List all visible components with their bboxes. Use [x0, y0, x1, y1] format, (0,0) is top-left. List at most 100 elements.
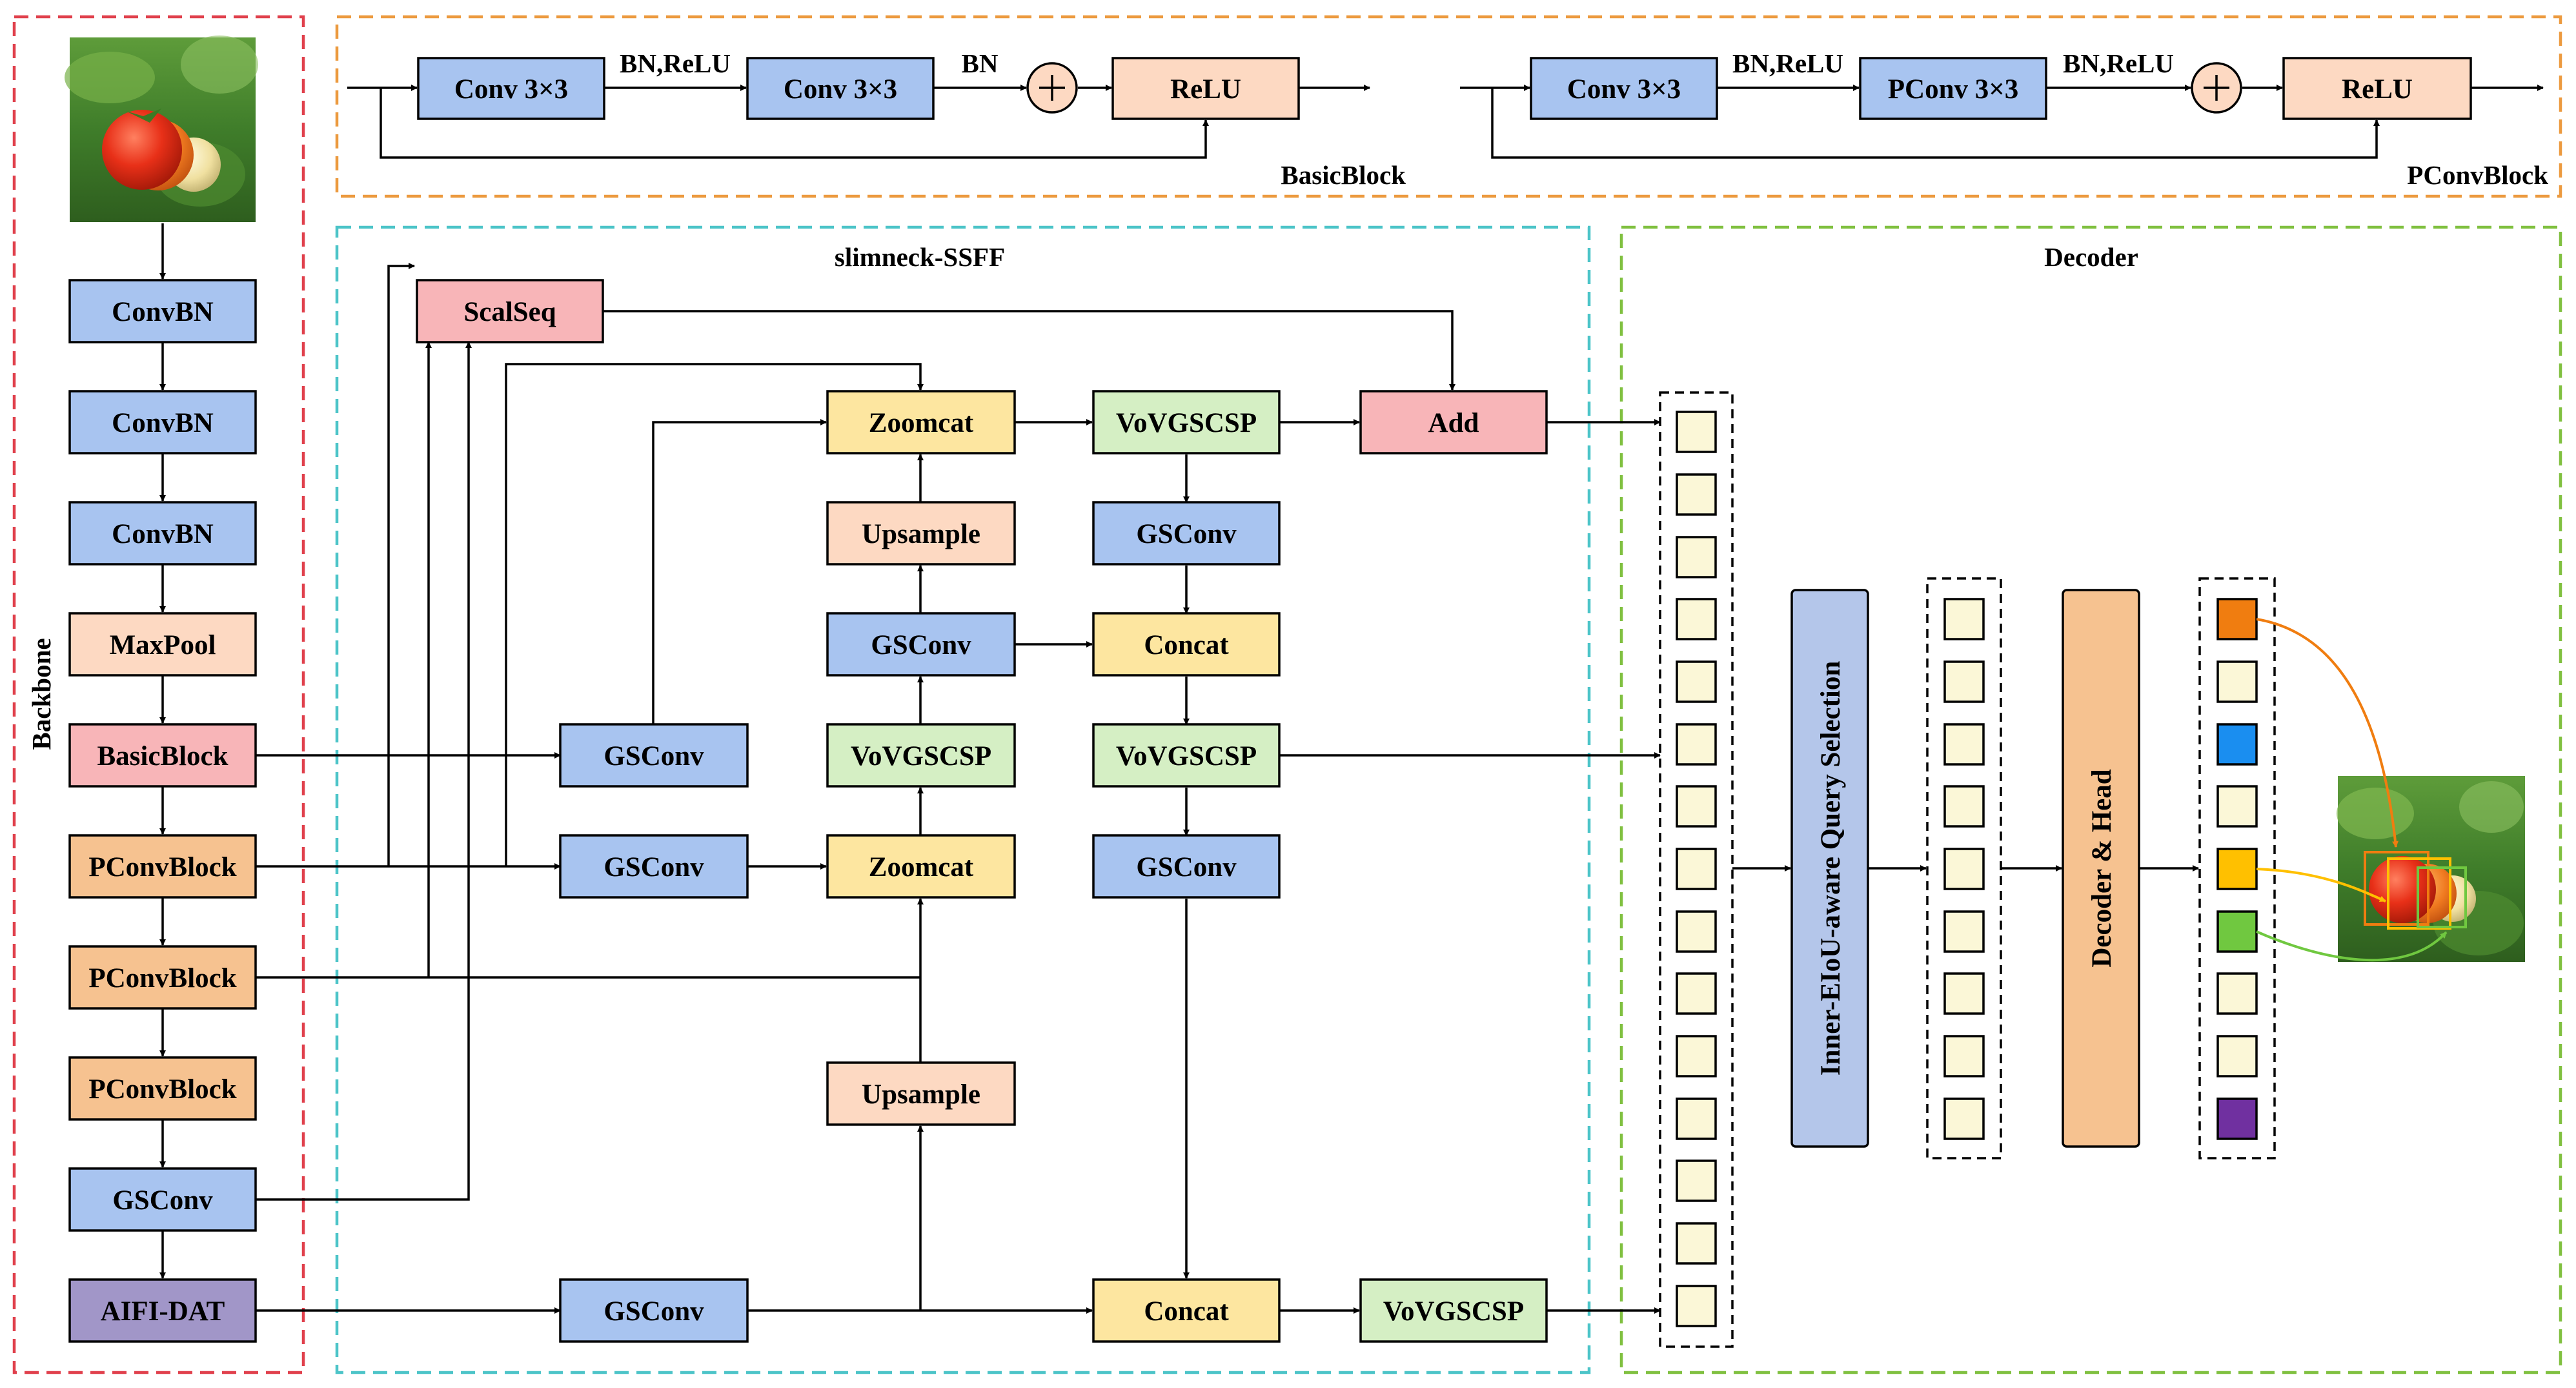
svg-text:GSConv: GSConv — [1136, 519, 1237, 549]
svg-text:VoVGSCSP: VoVGSCSP — [851, 741, 991, 771]
neck-gsconv-b: GSConv — [559, 834, 749, 899]
svg-text:GSConv: GSConv — [603, 852, 704, 883]
query-token-column — [1926, 577, 2002, 1159]
backbone-convbn-1: ConvBN — [68, 279, 257, 343]
pconvblock-conv: Conv 3×3 — [1530, 57, 1718, 120]
svg-text:ReLU: ReLU — [1170, 74, 1241, 105]
basicblock-title: BasicBlock — [1281, 160, 1406, 190]
svg-text:VoVGSCSP: VoVGSCSP — [1116, 741, 1257, 771]
backbone-maxpool: MaxPool — [68, 612, 257, 677]
svg-text:VoVGSCSP: VoVGSCSP — [1116, 408, 1257, 438]
pconvblock-add-icon — [2191, 62, 2242, 114]
neck-upsample-1: Upsample — [826, 501, 1016, 566]
neck-arrows — [256, 263, 1661, 1314]
input-image — [65, 36, 258, 222]
svg-text:Zoomcat: Zoomcat — [869, 408, 974, 438]
neck-zoomcat-2: Zoomcat — [826, 834, 1016, 899]
svg-text:PConvBlock: PConvBlock — [88, 963, 236, 994]
basicblock-diagram: Conv 3×3 BN,ReLU Conv 3×3 BN ReLU — [347, 48, 1370, 159]
neck-scalseq: ScalSeq — [416, 279, 604, 343]
basicblock-label-2: BN — [962, 48, 999, 78]
svg-text:AIFI-DAT: AIFI-DAT — [101, 1296, 225, 1327]
neck-zoomcat-1: Zoomcat — [826, 390, 1016, 454]
neck-frame — [335, 225, 1591, 1374]
neck-vovgscsp-2: VoVGSCSP — [1092, 723, 1281, 788]
svg-text:Upsample: Upsample — [862, 1079, 980, 1110]
svg-text:GSConv: GSConv — [603, 1296, 704, 1327]
basicblock-conv2: Conv 3×3 — [746, 57, 935, 120]
svg-text:Conv 3×3: Conv 3×3 — [784, 74, 897, 105]
svg-text:GSConv: GSConv — [1136, 852, 1237, 883]
pointer-gold — [2256, 868, 2386, 903]
pointer-orange — [2256, 618, 2399, 848]
neck-vovgscsp-mid: VoVGSCSP — [826, 723, 1016, 788]
neck-vovgscsp-1: VoVGSCSP — [1092, 390, 1281, 454]
svg-text:PConv 3×3: PConv 3×3 — [1888, 74, 2019, 105]
backbone-frame — [12, 15, 305, 1374]
svg-text:Upsample: Upsample — [862, 519, 980, 549]
svg-text:PConvBlock: PConvBlock — [88, 1074, 236, 1105]
neck-upsample-2: Upsample — [826, 1061, 1016, 1126]
neck-add: Add — [1359, 390, 1548, 454]
output-image — [2337, 776, 2525, 962]
pointer-green — [2256, 930, 2448, 962]
svg-text:Concat: Concat — [1144, 630, 1229, 660]
blocks-frame — [335, 15, 2562, 198]
neck-gsconv-a: GSConv — [559, 723, 749, 788]
pconvblock-diagram: Conv 3×3 BN,ReLU PConv 3×3 BN,ReLU ReLU — [1460, 48, 2544, 159]
pconvblock-label-1: BN,ReLU — [1732, 48, 1843, 78]
neck-title: slimneck-SSFF — [835, 242, 1005, 272]
svg-text:MaxPool: MaxPool — [110, 630, 216, 660]
backbone-convbn-2: ConvBN — [68, 390, 257, 454]
svg-text:ReLU: ReLU — [2342, 74, 2413, 105]
neck-gsconv-mid: GSConv — [826, 612, 1016, 677]
backbone-basicblock: BasicBlock — [68, 723, 257, 788]
detection-box-green — [2417, 866, 2467, 928]
svg-text:Conv 3×3: Conv 3×3 — [454, 74, 568, 105]
output-token-column — [2198, 577, 2276, 1159]
backbone-pconvblock-2: PConvBlock — [68, 945, 257, 1010]
backbone-convbn-3: ConvBN — [68, 501, 257, 566]
svg-text:Concat: Concat — [1144, 1296, 1229, 1327]
svg-text:GSConv: GSConv — [603, 741, 704, 771]
basicblock-add-icon — [1026, 62, 1078, 114]
pconvblock-title: PConvBlock — [2407, 160, 2548, 190]
svg-text:Inner-EIoU-aware Query Selecti: Inner-EIoU-aware Query Selection — [1816, 661, 1846, 1076]
basicblock-relu: ReLU — [1111, 57, 1300, 120]
svg-text:Zoomcat: Zoomcat — [869, 852, 974, 883]
svg-text:GSConv: GSConv — [112, 1185, 213, 1216]
svg-text:ConvBN: ConvBN — [112, 297, 214, 327]
svg-text:Conv 3×3: Conv 3×3 — [1567, 74, 1681, 105]
backbone-aifi-dat: AIFI-DAT — [68, 1278, 257, 1343]
neck-concat-2: Concat — [1092, 1278, 1281, 1343]
neck-gsconv-r2: GSConv — [1092, 501, 1281, 566]
svg-text:ConvBN: ConvBN — [112, 519, 214, 549]
basicblock-label-1: BN,ReLU — [620, 48, 731, 78]
basicblock-conv1: Conv 3×3 — [417, 57, 605, 120]
pconvblock-relu: ReLU — [2282, 57, 2472, 120]
svg-text:ConvBN: ConvBN — [112, 408, 214, 438]
svg-text:VoVGSCSP: VoVGSCSP — [1383, 1296, 1524, 1327]
neck-concat-1: Concat — [1092, 612, 1281, 677]
pconvblock-label-2: BN,ReLU — [2063, 48, 2174, 78]
backbone-gsconv: GSConv — [68, 1167, 257, 1232]
detection-box-orange — [2364, 851, 2429, 926]
decoder-head-block: Decoder & Head — [2062, 589, 2140, 1148]
svg-text:GSConv: GSConv — [871, 630, 971, 660]
backbone-title: Backbone — [26, 638, 56, 750]
svg-text:PConvBlock: PConvBlock — [88, 852, 236, 883]
neck-gsconv-c: GSConv — [559, 1278, 749, 1343]
encoder-token-column — [1659, 391, 1734, 1348]
svg-text:BasicBlock: BasicBlock — [97, 741, 228, 771]
svg-text:Add: Add — [1428, 408, 1479, 438]
svg-text:ScalSeq: ScalSeq — [463, 297, 556, 327]
query-selection-block: Inner-EIoU-aware Query Selection — [1790, 589, 1869, 1148]
decoder-title: Decoder — [2044, 242, 2138, 272]
neck-gsconv-r6: GSConv — [1092, 834, 1281, 899]
neck-vovgscsp-3: VoVGSCSP — [1359, 1278, 1548, 1343]
pconvblock-pconv: PConv 3×3 — [1859, 57, 2047, 120]
decoder-frame — [1619, 225, 2562, 1374]
backbone-pconvblock-1: PConvBlock — [68, 834, 257, 899]
svg-text:Decoder & Head: Decoder & Head — [2087, 769, 2117, 967]
